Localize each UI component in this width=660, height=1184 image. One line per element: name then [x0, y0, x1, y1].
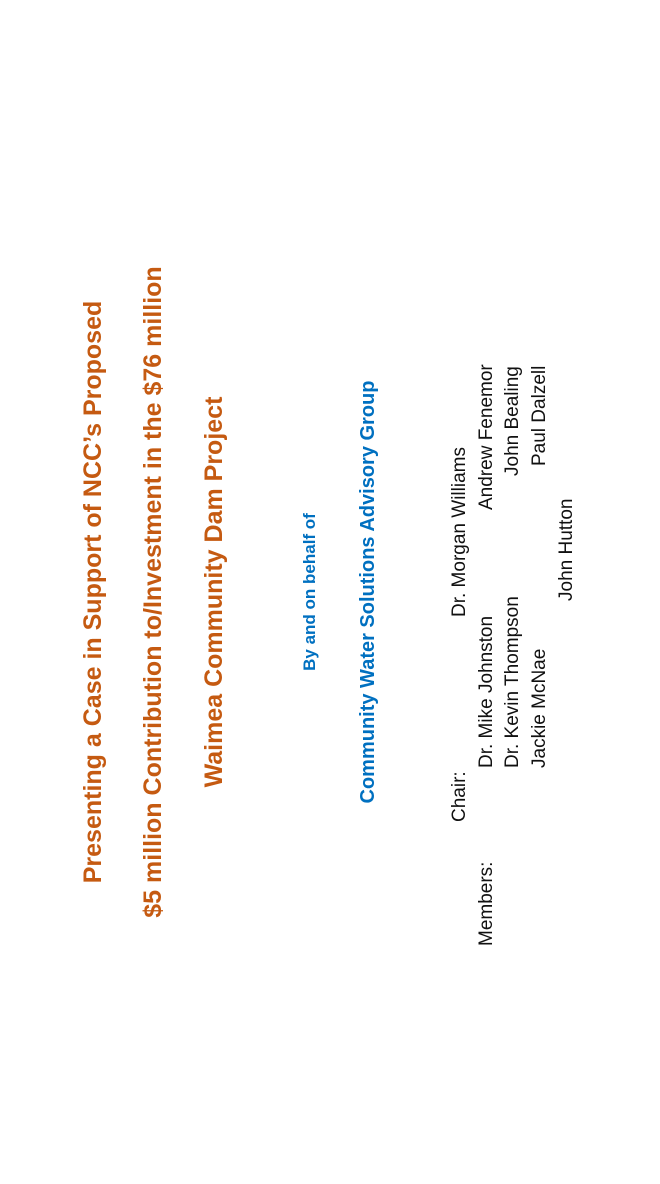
chair-label: Chair:	[449, 771, 470, 822]
member-name: Jackie McNae	[529, 648, 550, 768]
by-and-on-behalf-of: By and on behalf of	[300, 513, 319, 671]
group-name: Community Water Solutions Advisory Group	[357, 380, 379, 804]
member-name: John Bealing	[502, 366, 523, 476]
title-line-2: $5 million Contribution to/Investment in…	[139, 266, 167, 918]
title-line-3: Waimea Community Dam Project	[200, 396, 228, 788]
member-name: Dr. Kevin Thompson	[502, 596, 523, 768]
member-name: Andrew Fenemor	[476, 364, 497, 510]
member-name: Dr. Mike Johnston	[476, 615, 497, 768]
member-name: Paul Dalzell	[529, 365, 550, 466]
members-label: Members:	[476, 861, 497, 946]
title-line-1: Presenting a Case in Support of NCC’s Pr…	[79, 300, 107, 884]
chair-name: Dr. Morgan Williams	[449, 447, 470, 617]
member-name: John Hutton	[556, 498, 577, 601]
